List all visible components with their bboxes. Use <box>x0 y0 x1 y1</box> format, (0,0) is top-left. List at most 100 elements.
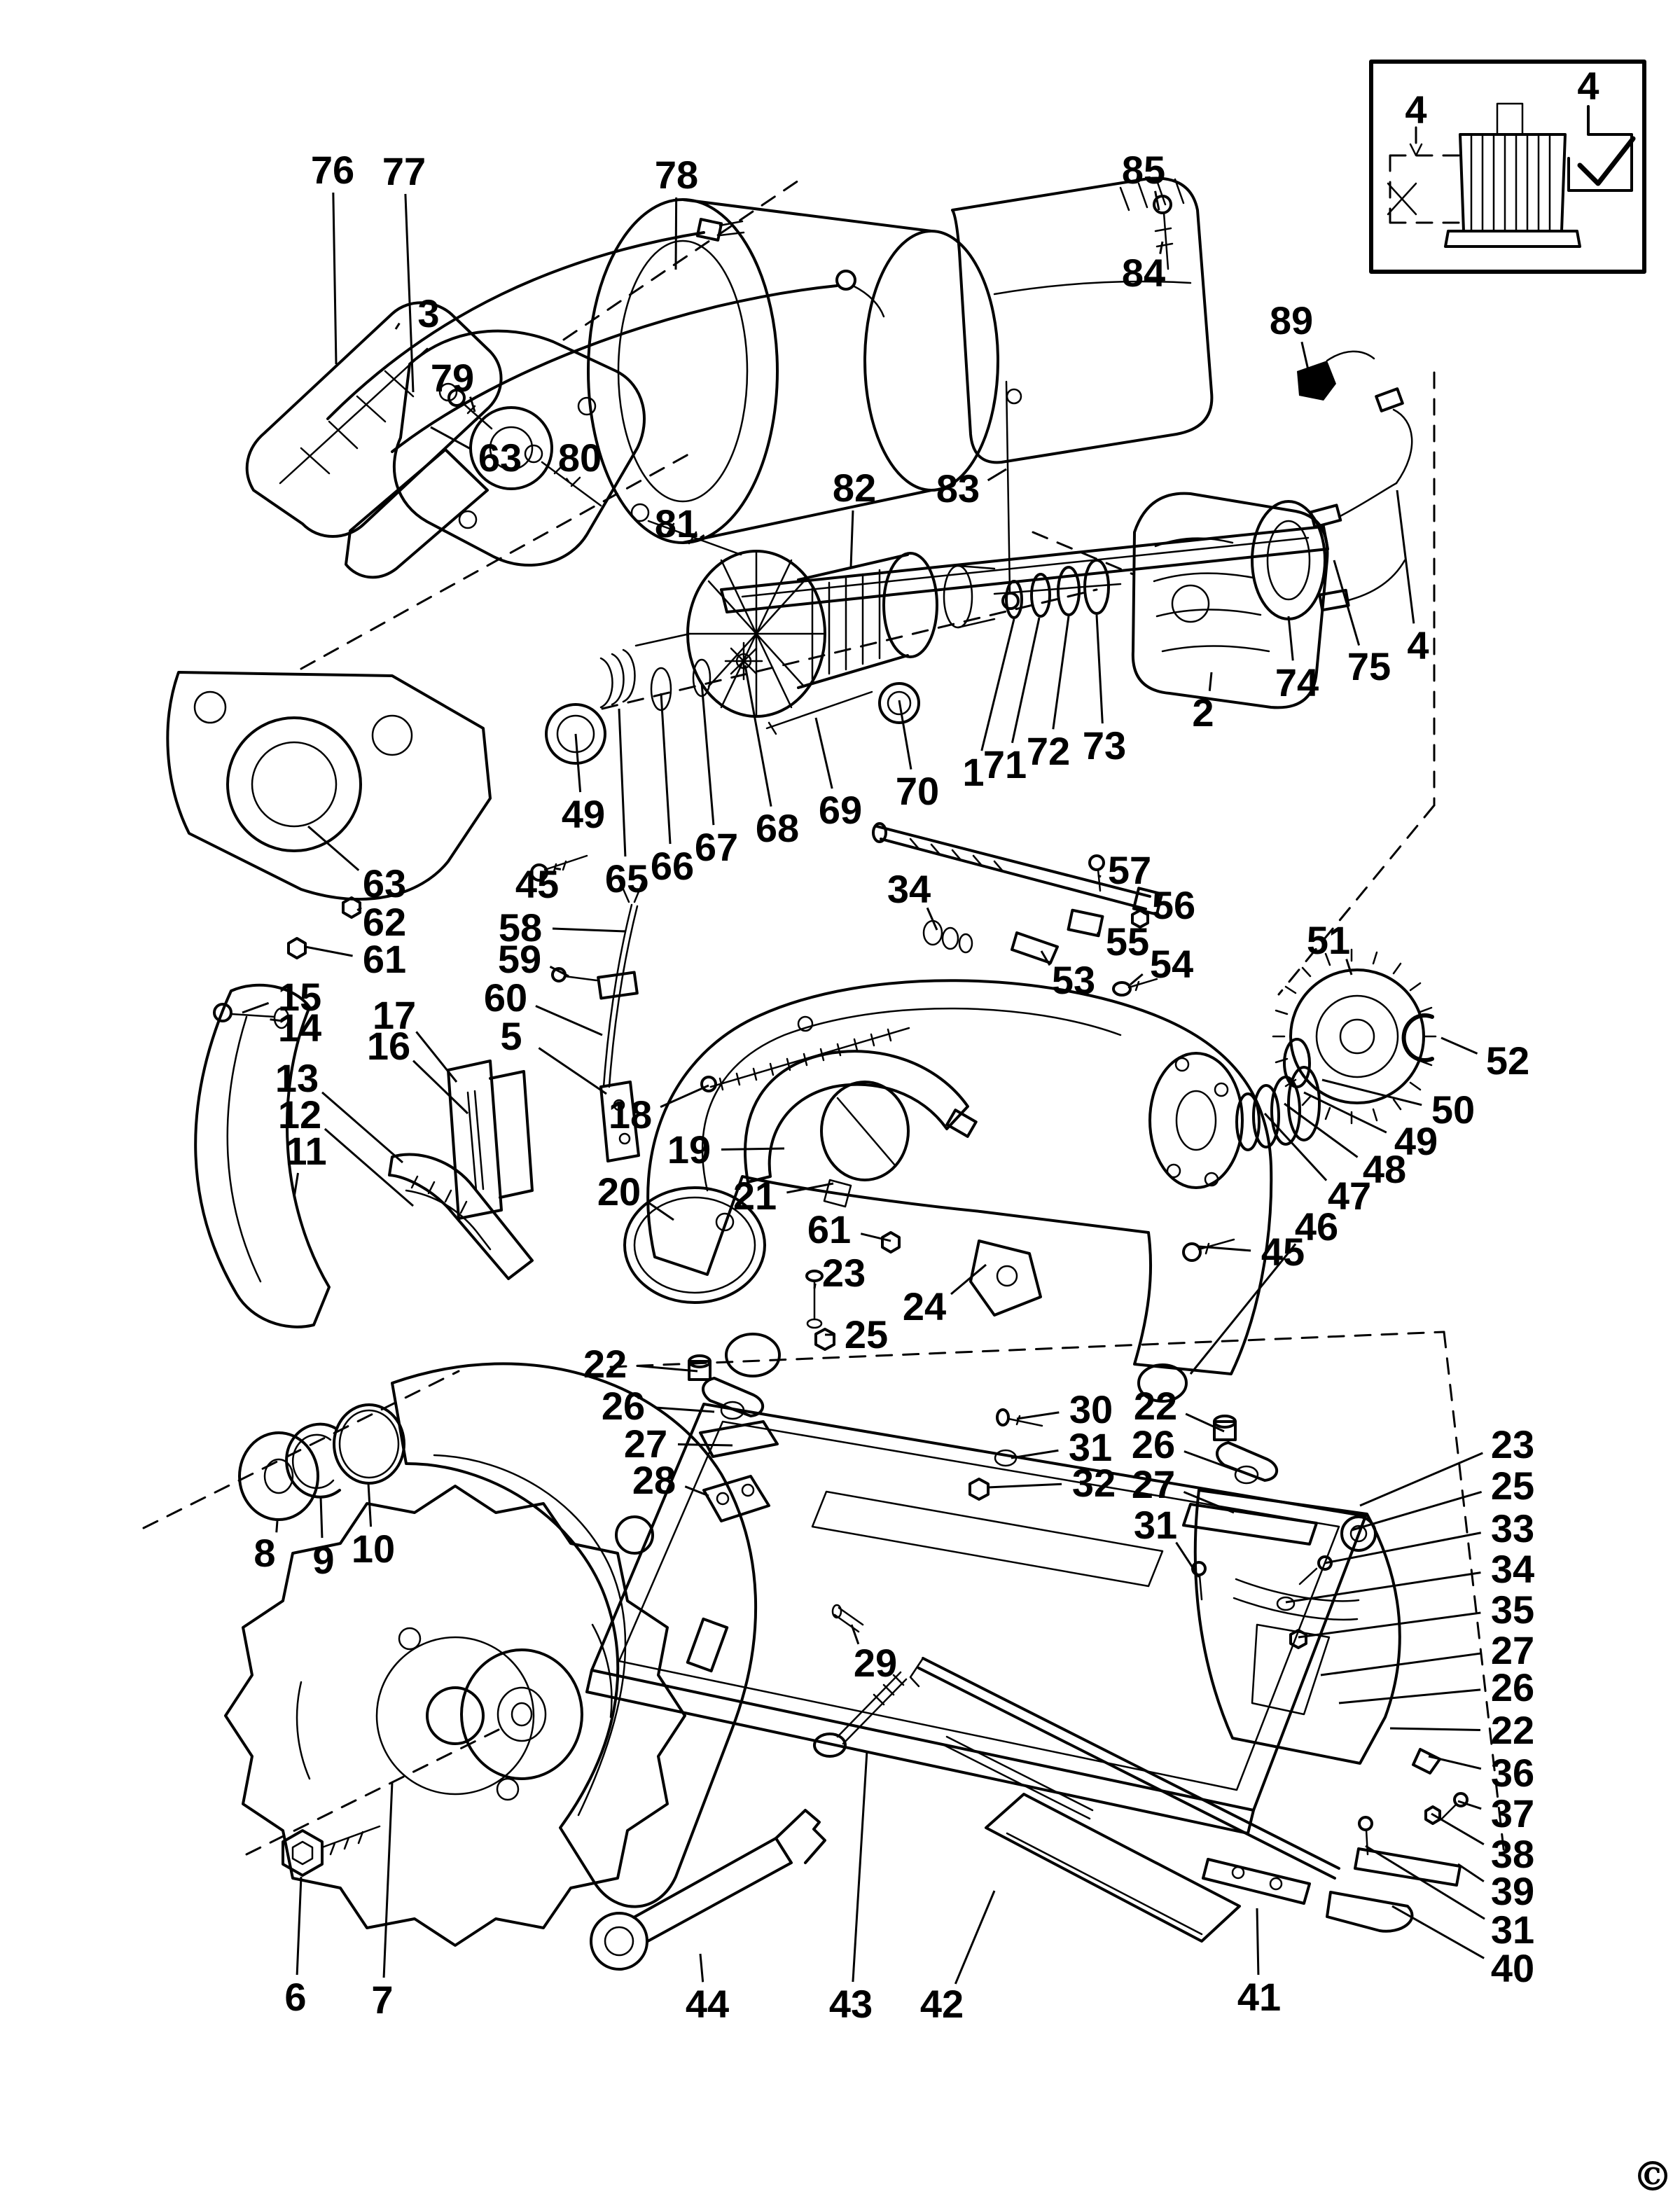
leader-line-13 <box>321 1091 403 1164</box>
part-callout-51: 51 <box>1307 918 1350 962</box>
part-callout-16: 16 <box>367 1024 410 1068</box>
leader-line-54 <box>1130 973 1144 986</box>
part-callout-22: 22 <box>583 1342 627 1386</box>
leader-line-76 <box>332 192 338 365</box>
leader-line-28 <box>684 1485 709 1497</box>
part-callout-32: 32 <box>1072 1461 1116 1505</box>
leader-line-62 <box>356 906 362 912</box>
leader-line-26 <box>1338 1688 1481 1704</box>
part-callout-79: 79 <box>431 356 474 400</box>
part-callout-28: 28 <box>632 1458 676 1502</box>
leader-line-14 <box>270 1018 284 1022</box>
part-callout-61: 61 <box>807 1207 851 1251</box>
leader-line-20 <box>647 1201 674 1221</box>
part-callout-68: 68 <box>756 806 799 850</box>
inset-right-label: 4 <box>1577 64 1599 108</box>
part-callout-31: 31 <box>1134 1503 1177 1547</box>
leader-line-9 <box>319 1497 324 1539</box>
part-callout-52: 52 <box>1486 1039 1529 1083</box>
leader-line-30 <box>1016 1411 1060 1420</box>
part-callout-24: 24 <box>903 1284 946 1328</box>
part-callout-45: 45 <box>1261 1230 1305 1274</box>
leader-lines <box>242 190 1485 1985</box>
leader-line-72 <box>1052 616 1070 730</box>
part-callout-26: 26 <box>1132 1422 1175 1466</box>
part-callout-50: 50 <box>1431 1088 1475 1132</box>
part-callout-78: 78 <box>655 153 698 197</box>
leader-line-23 <box>1359 1452 1483 1507</box>
part-callout-72: 72 <box>1027 729 1070 773</box>
leader-line-34 <box>1285 1571 1481 1604</box>
leader-line-73 <box>1095 614 1104 724</box>
part-callout-69: 69 <box>819 788 862 832</box>
part-callout-6: 6 <box>284 1975 306 2019</box>
part-callout-89: 89 <box>1270 298 1313 342</box>
leader-line-77 <box>404 193 415 393</box>
part-callout-38: 38 <box>1491 1832 1534 1876</box>
part-callout-11: 11 <box>285 1129 326 1173</box>
part-callout-19: 19 <box>667 1127 711 1172</box>
leader-line-31 <box>1175 1541 1200 1578</box>
leader-line-61 <box>860 1233 891 1242</box>
leader-line-24 <box>950 1263 987 1296</box>
part-callout-48: 48 <box>1363 1147 1406 1191</box>
leader-line-3 <box>394 322 401 330</box>
part-callout-21: 21 <box>733 1174 777 1218</box>
leader-line-27 <box>1320 1652 1481 1676</box>
part-callout-14: 14 <box>278 1006 321 1050</box>
part-callout-35: 35 <box>1491 1588 1534 1632</box>
leader-line-32 <box>987 1483 1062 1489</box>
part-callout-39: 39 <box>1491 1869 1534 1913</box>
part-callout-54: 54 <box>1150 942 1193 986</box>
leader-line-26 <box>1183 1450 1237 1472</box>
leader-line-44 <box>699 1953 704 1983</box>
part-callout-75: 75 <box>1347 644 1391 688</box>
leader-line-53 <box>1040 950 1051 966</box>
part-callout-22: 22 <box>1134 1384 1177 1428</box>
part-callout-41: 41 <box>1237 1975 1281 2019</box>
part-callout-29: 29 <box>854 1641 897 1685</box>
leader-line-63 <box>430 426 471 450</box>
leader-line-33 <box>1324 1532 1482 1564</box>
leader-line-41 <box>1256 1908 1260 1976</box>
blade-group-drawing <box>224 1403 686 1947</box>
leader-line-40 <box>1391 1905 1485 1959</box>
leader-line-75 <box>1333 560 1361 646</box>
part-callout-58: 58 <box>499 905 542 950</box>
leader-line-65 <box>618 708 627 857</box>
leader-line-68 <box>744 665 772 807</box>
part-callout-66: 66 <box>651 844 694 888</box>
part-callout-36: 36 <box>1491 1751 1534 1795</box>
part-callout-3: 3 <box>417 291 439 335</box>
leader-line-71 <box>1011 617 1041 744</box>
part-callout-30: 30 <box>1069 1387 1113 1431</box>
leader-line-49 <box>574 733 582 793</box>
depth-lever-drawing <box>872 822 1164 997</box>
leader-line-49 <box>1303 1091 1387 1134</box>
part-callout-71: 71 <box>983 742 1027 786</box>
leader-line-51 <box>1345 959 1353 975</box>
part-callout-60: 60 <box>484 975 527 1020</box>
gearcase-guard-drawing <box>623 948 1437 1403</box>
leader-line-83 <box>987 468 1007 482</box>
leader-line-81 <box>700 534 705 539</box>
part-callout-57: 57 <box>1108 848 1151 892</box>
part-callout-25: 25 <box>845 1312 888 1356</box>
part-callout-10: 10 <box>352 1527 395 1571</box>
leader-line-6 <box>296 1876 303 1976</box>
leader-line-58 <box>552 927 627 933</box>
leader-line-79 <box>469 396 476 412</box>
leader-line-21 <box>786 1182 834 1194</box>
part-callout-84: 84 <box>1122 251 1165 295</box>
leader-line-31 <box>1365 1845 1485 1920</box>
part-callout-33: 33 <box>1491 1506 1534 1550</box>
part-callout-49: 49 <box>562 792 605 836</box>
leader-line-46 <box>1189 1243 1297 1375</box>
leader-line-70 <box>898 700 912 770</box>
part-callout-2: 2 <box>1192 690 1214 735</box>
part-callout-17: 17 <box>373 993 416 1037</box>
part-callout-8: 8 <box>254 1531 275 1575</box>
part-callout-27: 27 <box>1132 1462 1175 1506</box>
leader-line-69 <box>814 717 833 789</box>
